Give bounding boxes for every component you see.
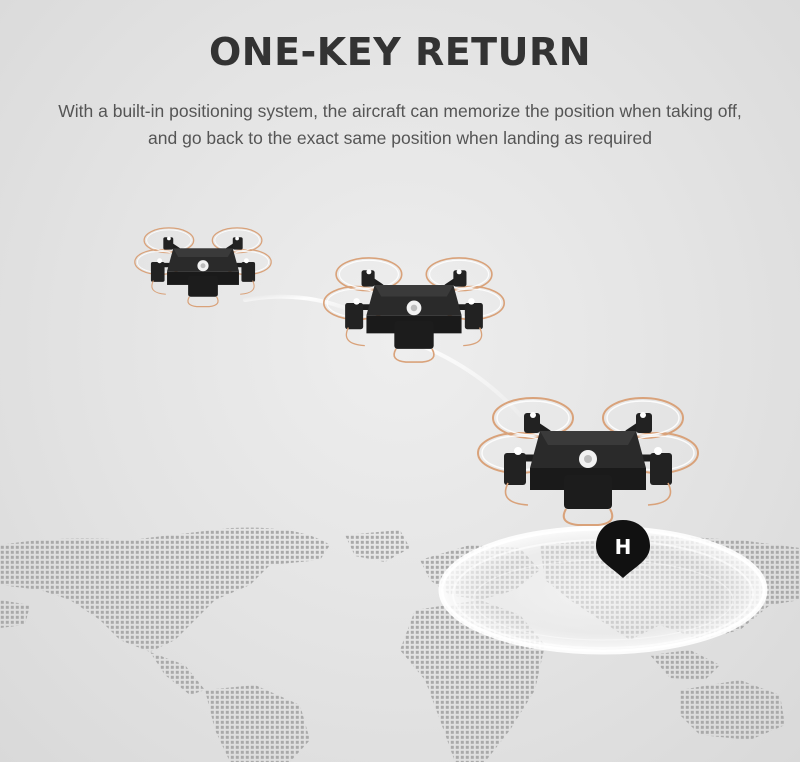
home-pin-label: H — [615, 535, 632, 559]
flight-trail-1 — [243, 294, 352, 312]
subtitle-line-2: and go back to the exact same position w… — [148, 128, 652, 148]
page-subtitle: With a built-in positioning system, the … — [0, 98, 800, 152]
drone-large — [478, 398, 698, 525]
drone-medium — [324, 258, 504, 362]
home-location-pin-icon: H — [596, 520, 650, 578]
drone-small — [135, 228, 271, 307]
subtitle-line-1: With a built-in positioning system, the … — [58, 101, 742, 121]
page-title: ONE-KEY RETURN — [208, 30, 592, 74]
landing-pad — [438, 525, 768, 655]
